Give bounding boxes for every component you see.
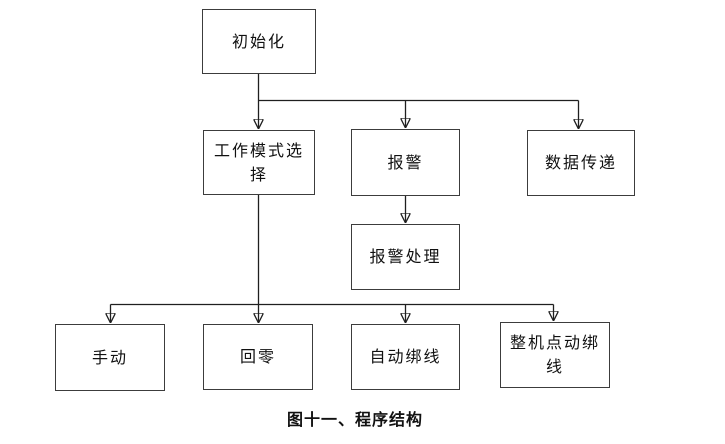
node-data-transfer: 数据传递 xyxy=(527,130,635,196)
node-return-zero: 回零 xyxy=(203,324,313,390)
node-auto-binding: 自动绑线 xyxy=(351,324,460,390)
node-jog-binding: 整机点动绑线 xyxy=(500,322,610,388)
node-alarm: 报警 xyxy=(351,129,460,196)
node-manual: 手动 xyxy=(55,324,165,391)
node-init: 初始化 xyxy=(202,9,316,74)
node-alarm-handling: 报警处理 xyxy=(351,224,460,290)
node-work-mode-select: 工作模式选择 xyxy=(203,130,315,195)
figure-caption: 图十一、程序结构 xyxy=(286,412,423,429)
